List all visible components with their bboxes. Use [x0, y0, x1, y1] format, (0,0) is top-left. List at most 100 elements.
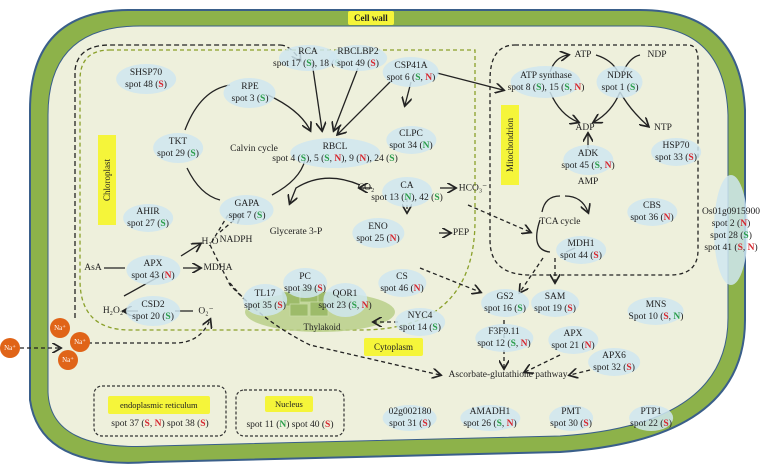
- protein-bubble: [125, 255, 180, 285]
- metabolite-calvin-cycle: Calvin cycle: [230, 144, 278, 154]
- spot-label: 15 (S, N): [549, 83, 585, 93]
- chloroplast-boundary: [79, 49, 476, 331]
- protein-name: AHIR: [136, 207, 160, 217]
- nucleus-boundary: [235, 389, 345, 437]
- spot-label: spot 49 (S): [337, 59, 379, 69]
- metabolite-ndp: NDP: [647, 50, 667, 60]
- protein-bubble: [351, 218, 404, 248]
- treatment-code: N: [747, 243, 755, 253]
- protein-bubble: [475, 324, 533, 352]
- treatment-code: S: [324, 154, 330, 164]
- treatment-code: S: [594, 161, 600, 171]
- treatment-code: S: [415, 73, 421, 83]
- treatment-code: S: [277, 301, 283, 311]
- spot-label: spot 20 (S): [132, 312, 174, 322]
- treatment-code: N: [389, 234, 397, 244]
- protein-bubble: [628, 297, 684, 325]
- protein-bubble: [510, 66, 581, 98]
- protein-bubble: [382, 177, 432, 207]
- treatment-code: S: [630, 83, 636, 93]
- metabolite-superoxide: O₂⁻: [198, 306, 214, 317]
- treatment-code: S: [434, 193, 440, 203]
- treatment-code: S: [743, 231, 749, 241]
- spot-label: spot 13 (N): [371, 193, 415, 203]
- sodium-ion-outside: Na⁺: [0, 338, 20, 358]
- spot-label: spot 40 (S): [291, 420, 334, 430]
- spot-label: spot 48 (S): [125, 80, 167, 90]
- protein-bubble: [224, 78, 276, 108]
- protein-name: RBCLBP2: [337, 47, 379, 57]
- spot-label: spot 27 (S): [127, 219, 169, 229]
- protein-name: ENO: [368, 222, 388, 232]
- metabolite-h2o2: H₂O₂: [102, 306, 124, 316]
- spot-label: spot 1 (S): [601, 83, 639, 93]
- treatment-code: S: [370, 59, 376, 69]
- spot-label: spot 45 (S, N): [561, 161, 615, 171]
- spot-label: spot 31 (S): [389, 419, 431, 429]
- spot-label: spot 36 (N): [630, 213, 674, 223]
- metabolite-amp: AMP: [577, 177, 599, 187]
- protein-bubble: [278, 45, 337, 71]
- protein-name: GS2: [496, 292, 514, 302]
- protein-name: QOR1: [332, 289, 358, 299]
- protein-bubble: [460, 405, 520, 431]
- protein-bubble: [383, 57, 439, 87]
- treatment-code: S: [422, 419, 428, 429]
- sodium-signal-path: [74, 44, 280, 318]
- treatment-code: S: [536, 83, 542, 93]
- protein-bubble: [714, 175, 748, 285]
- metabolite-glycerate-3p: Glycerate 3-P: [269, 227, 323, 237]
- sodium-ion: Na⁺: [58, 350, 78, 370]
- protein-name: APX6: [602, 351, 626, 361]
- metabolite-asa: AsA: [84, 263, 102, 273]
- spot-label: spot 33 (S): [655, 153, 697, 163]
- treatment-code: S: [317, 284, 323, 294]
- protein-name: APX: [143, 259, 163, 269]
- treatment-code: S: [496, 419, 502, 429]
- sodium-ion: Na⁺: [70, 332, 90, 352]
- metabolite-h2o: H₂O: [201, 237, 219, 247]
- treatment-code: N: [506, 419, 514, 429]
- treatment-code: S: [583, 419, 589, 429]
- spot-label: spot 44 (S): [560, 251, 602, 261]
- protein-name: AMADH1: [469, 407, 511, 417]
- protein-bubble: [385, 126, 436, 154]
- spot-label: spot 25 (N): [356, 234, 400, 244]
- spot-label: spot 34 (N): [389, 141, 433, 151]
- treatment-code: N: [361, 301, 369, 311]
- protein-bubble: [547, 326, 598, 354]
- protein-eno: ENO spot 25 (N): [351, 218, 404, 248]
- protein-er-spots: spot 37 (S, N) spot 38 (S): [111, 418, 208, 430]
- spot-label: spot 12 (S, N): [477, 339, 531, 349]
- mitochondrion-boundary: [489, 44, 699, 276]
- protein-name: CSP41A: [394, 61, 428, 71]
- protein-name: RCA: [298, 47, 318, 57]
- protein-bubble: [549, 405, 593, 431]
- treatment-code: S: [737, 243, 743, 253]
- protein-bubble: [323, 283, 367, 317]
- metabolite-pep: PEP: [452, 228, 470, 238]
- protein-bubble: [556, 236, 606, 264]
- protein-bubble: [588, 348, 640, 376]
- treatment-code: N: [164, 271, 172, 281]
- treatment-code: N: [425, 73, 433, 83]
- spot-label: spot 3 (S): [231, 94, 269, 104]
